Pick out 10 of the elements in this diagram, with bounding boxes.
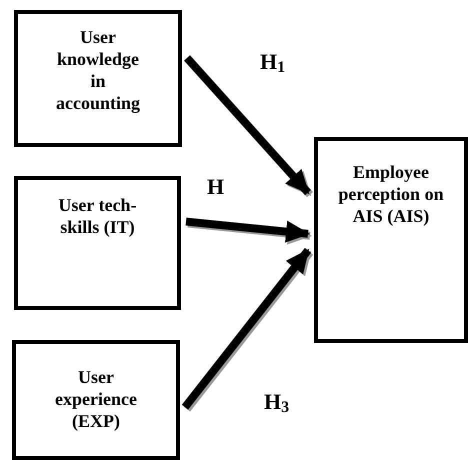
variable-box bbox=[14, 176, 181, 310]
arrow bbox=[184, 55, 311, 196]
variable-box bbox=[314, 137, 468, 343]
variable-label: Employee perception on AIS (AIS) bbox=[337, 161, 445, 228]
variable-label: User experience (EXP) bbox=[54, 366, 138, 433]
arrow bbox=[186, 218, 310, 243]
variable-label: User tech-skills (IT) bbox=[57, 194, 138, 239]
variable-label: User knowledge in accounting bbox=[54, 26, 141, 115]
variable-box bbox=[12, 340, 180, 460]
variable-box bbox=[14, 10, 182, 147]
